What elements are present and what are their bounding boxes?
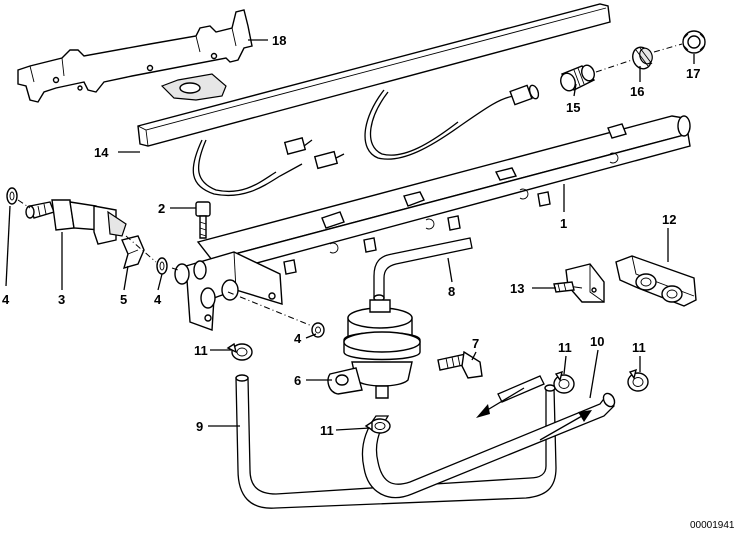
flow-arrow-return — [476, 387, 525, 418]
callout-12: 12 — [662, 212, 676, 227]
callout-14: 14 — [94, 145, 109, 160]
vacuum-hose — [373, 237, 473, 299]
callout-17: 17 — [686, 66, 700, 81]
o-ring-regulator — [311, 322, 325, 338]
callout-13: 13 — [510, 281, 524, 296]
hose-clamp-4 — [627, 368, 649, 392]
callout-11-d: 11 — [632, 340, 646, 355]
rail-end-plate — [174, 251, 283, 331]
leader-lines — [5, 39, 695, 431]
axis-line-sensor — [595, 43, 683, 73]
callout-1: 1 — [560, 216, 567, 231]
callout-16: 16 — [630, 84, 644, 99]
callout-5: 5 — [120, 292, 127, 307]
drawing-code: 00001941 — [690, 520, 735, 531]
hose-clamp-2 — [364, 418, 391, 434]
axis-line-injector — [17, 199, 179, 271]
callout-9: 9 — [196, 419, 203, 434]
fuel-rail — [196, 115, 691, 275]
callout-10: 10 — [590, 334, 604, 349]
hose-holder — [615, 255, 697, 307]
bolt — [437, 350, 483, 379]
fuel-return-hose-connector — [497, 375, 545, 403]
fuel-pressure-regulator — [327, 299, 421, 399]
mounting-bracket — [17, 9, 253, 103]
callout-4-c: 4 — [294, 331, 302, 346]
callout-labels: 18 14 15 16 17 1 2 3 4 5 4 12 13 8 4 7 6… — [2, 33, 735, 531]
callout-6: 6 — [294, 373, 301, 388]
callout-4-b: 4 — [154, 292, 162, 307]
retaining-ring — [682, 30, 706, 54]
callout-11-b: 11 — [320, 423, 334, 438]
sensor-grommet — [632, 46, 653, 70]
callout-3: 3 — [58, 292, 65, 307]
o-ring-injector-tip — [6, 187, 18, 205]
injector-clip — [121, 235, 145, 270]
screw — [195, 201, 211, 239]
callout-11-a: 11 — [194, 343, 208, 358]
axis-line-regulator — [227, 291, 313, 327]
wiring-harness — [192, 84, 540, 196]
o-ring-injector-top — [156, 257, 168, 275]
wiring-loom-cover — [137, 3, 611, 147]
callout-18: 18 — [272, 33, 286, 48]
fuel-injector — [25, 199, 127, 245]
callout-15: 15 — [566, 100, 580, 115]
callout-4-a: 4 — [2, 292, 10, 307]
callout-2: 2 — [158, 201, 165, 216]
callout-7: 7 — [472, 336, 479, 351]
hose-clamp-3 — [553, 370, 575, 394]
fuel-return-hose-end — [602, 392, 616, 408]
stud-bracket — [553, 263, 605, 303]
hose-clamp-1 — [226, 342, 253, 361]
sensor-plug — [560, 64, 596, 92]
flow-arrow-feed — [539, 410, 592, 441]
fuel-feed-hose-end — [235, 374, 249, 382]
callout-8: 8 — [448, 284, 455, 299]
callout-11-c: 11 — [558, 340, 572, 355]
